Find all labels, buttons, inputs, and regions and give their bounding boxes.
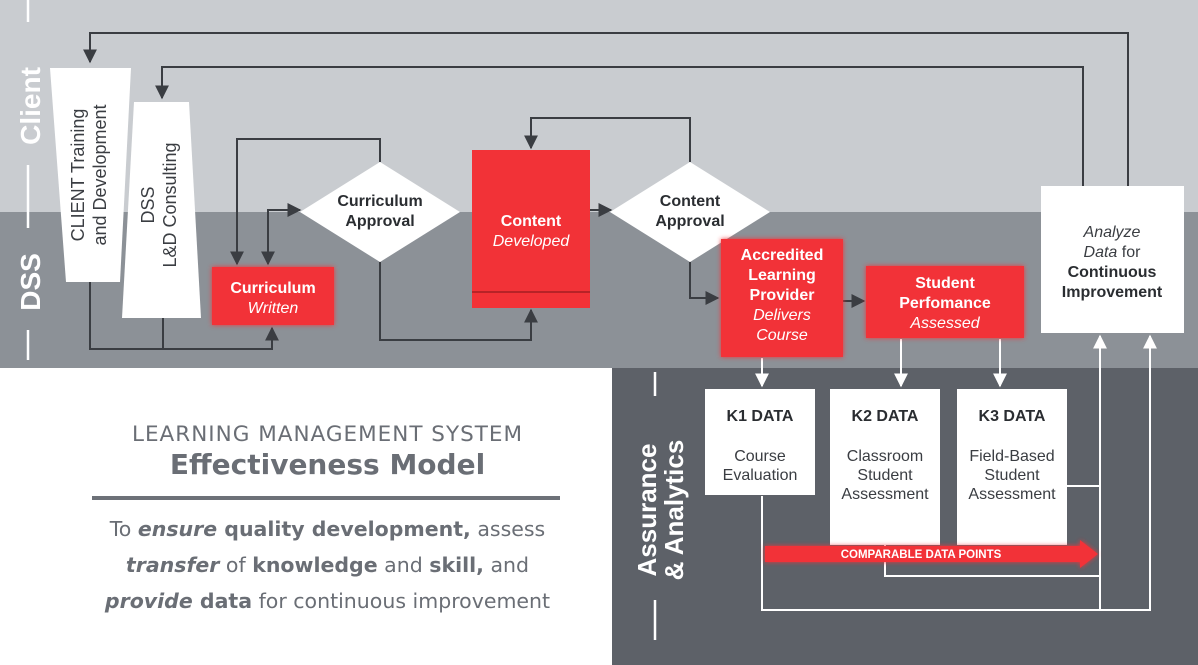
k3-title: K3 DATA: [979, 408, 1046, 425]
client-lane: [0, 0, 1198, 212]
analyze-label-3: Continuous: [1068, 264, 1157, 281]
client-lane-label: Client: [15, 67, 46, 145]
curriculum-approval-node: [300, 162, 460, 262]
curriculum-written-label-1: Curriculum: [230, 280, 315, 297]
curriculum-written-node: [212, 267, 334, 325]
caption-divider: [92, 496, 560, 500]
curriculum-approval-label-1: Curriculum: [337, 193, 422, 210]
analyze-label-2: Data for: [1084, 244, 1142, 261]
analyze-data-node: [1041, 186, 1184, 333]
alp-node: [721, 239, 843, 357]
analyze-label-4: Improvement: [1062, 284, 1163, 301]
feedback-to-dss: [155, 66, 1084, 188]
approval-loopback: [230, 138, 381, 266]
assurance-lane-label-2: & Analytics: [659, 440, 689, 581]
k2-title: K2 DATA: [852, 408, 919, 425]
lms-title-line-1: LEARNING MANAGEMENT SYSTEM: [131, 422, 523, 447]
dss-consulting-label-2: L&D Consulting: [160, 142, 180, 267]
k1-line-1: Course: [734, 448, 786, 465]
content-developed-label-2: Developed: [493, 233, 571, 250]
dss-consulting-node: [122, 102, 201, 318]
curriculum-written-label-2: Written: [248, 300, 299, 317]
curriculum-approval-label-2: Approval: [345, 213, 414, 230]
alp-label-4: Delivers: [753, 307, 811, 324]
k1-line-2: Evaluation: [723, 467, 798, 484]
lms-title-line-2: Effectiveness Model: [169, 448, 486, 481]
k2-line-3: Assessment: [841, 486, 929, 503]
comparable-data-label: COMPARABLE DATA POINTS: [841, 549, 1002, 561]
dss-consulting-label-1: DSS: [138, 186, 158, 223]
approval-to-alp: [689, 262, 720, 305]
tagline-line-1: To ensure quality development, assess: [109, 517, 546, 541]
connector-lines: [83, 32, 1129, 350]
k3-line-1: Field-Based: [969, 448, 1054, 465]
content-approval-node: [610, 162, 770, 262]
client-training-label-2: and Development: [90, 104, 110, 245]
k3-line-2: Student: [984, 467, 1040, 484]
alp-label-5: Course: [756, 327, 808, 344]
k2-line-2: Student: [857, 467, 913, 484]
content-developed-label-1: Content: [501, 213, 562, 230]
alp-label-2: Learning: [748, 267, 816, 284]
student-perf-label-1: Student: [915, 275, 975, 292]
base-to-curriculum: [89, 282, 279, 350]
content-approval-label-2: Approval: [655, 213, 724, 230]
comparable-data-arrow: [765, 540, 1098, 568]
content-approval-label-1: Content: [660, 193, 721, 210]
tagline-line-2: transfer of knowledge and skill, and: [125, 553, 530, 577]
client-training-node: [50, 68, 131, 282]
alp-label-3: Provider: [750, 287, 815, 304]
feedback-to-client: [83, 32, 1129, 188]
student-perf-label-2: Perfomance: [899, 295, 991, 312]
alp-label-1: Accredited: [741, 247, 824, 264]
written-to-approval: [261, 203, 302, 266]
approval-to-content: [379, 262, 538, 341]
k3-data-box: [957, 389, 1067, 545]
k3-line-3: Assessment: [968, 486, 1056, 503]
dss-lane-label: DSS: [15, 253, 46, 311]
analyze-label-1: Analyze: [1083, 224, 1141, 241]
content-loopback: [524, 117, 691, 162]
k2-data-box: [830, 389, 940, 545]
lane-divider-dashes: [26, 0, 657, 640]
k2-line-1: Classroom: [847, 448, 923, 465]
content-developed-node: [472, 150, 590, 308]
k1-title: K1 DATA: [727, 408, 794, 425]
assurance-lane-label-1: Assurance: [632, 444, 662, 577]
student-perf-label-3: Assessed: [909, 315, 980, 332]
k1-data-box: [705, 389, 815, 495]
student-performance-node: [866, 266, 1024, 338]
client-training-label-1: CLIENT Training: [68, 109, 88, 242]
tagline-line-3: provide data for continuous improvement: [104, 589, 551, 613]
